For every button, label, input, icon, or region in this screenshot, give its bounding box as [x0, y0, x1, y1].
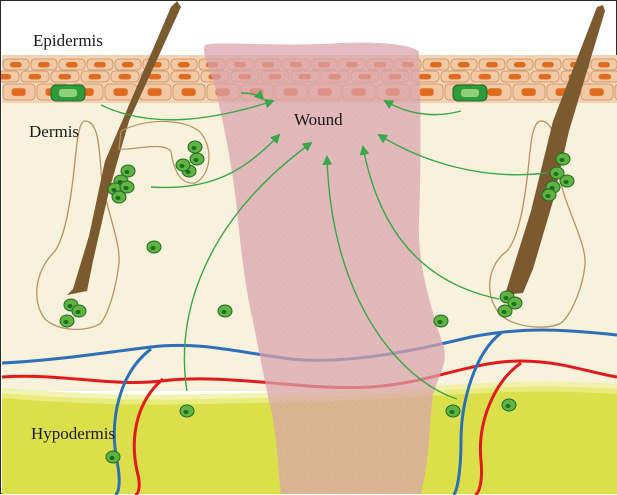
stem-cell-nucleus [124, 186, 129, 190]
stem-cell-nucleus [194, 158, 199, 162]
epidermal-cell-nucleus [522, 88, 536, 96]
hypodermis-label: Hypodermis [31, 425, 115, 442]
stem-cell-nucleus [116, 196, 121, 200]
stem-cell-nucleus [184, 410, 189, 414]
epidermal-cell-nucleus [430, 62, 442, 67]
epidermal-cell-nucleus [29, 74, 42, 79]
stem-cell-nucleus [450, 410, 455, 414]
stem-cell-nucleus [554, 172, 559, 176]
epidermal-cell-nucleus [149, 74, 162, 79]
epidermal-cell-nucleus [458, 62, 470, 67]
epidermal-cell-nucleus [420, 88, 434, 96]
epidermal-cell-nucleus [488, 88, 502, 96]
stem-cell-nucleus [76, 310, 81, 314]
epidermal-cell-nucleus [59, 74, 72, 79]
stem-cell-nucleus [502, 310, 507, 314]
epidermal-cell-nucleus [590, 88, 604, 96]
stem-cell-nucleus [192, 146, 197, 150]
epidermal-cell-nucleus [514, 62, 526, 67]
stem-cell-nucleus [125, 170, 130, 174]
wound-label: Wound [294, 111, 343, 128]
stem-cell-nucleus [506, 404, 511, 408]
epidermal-cell-nucleus [539, 74, 552, 79]
epidermal-cell-nucleus [179, 74, 192, 79]
epidermal-cell-nucleus [89, 74, 102, 79]
epidermis-label: Epidermis [33, 32, 103, 49]
epidermal-stem-cell-nucleus [59, 89, 77, 97]
stem-cell-nucleus [560, 158, 565, 162]
epidermal-cell-nucleus [182, 88, 196, 96]
epidermal-cell-nucleus [178, 62, 190, 67]
epidermal-cell-nucleus [599, 74, 612, 79]
stem-cell-nucleus [180, 164, 185, 168]
epidermal-cell-nucleus [449, 74, 462, 79]
epidermal-cell-nucleus [12, 88, 26, 96]
epidermal-cell-nucleus [66, 62, 78, 67]
stem-cell-nucleus [546, 194, 551, 198]
epidermal-cell-nucleus [122, 62, 134, 67]
epidermal-cell-nucleus [94, 62, 106, 67]
stem-cell-nucleus [504, 296, 509, 300]
epidermal-cell-nucleus [1, 74, 11, 79]
stem-cell-nucleus [564, 180, 569, 184]
epidermal-cell-nucleus [10, 62, 22, 67]
epidermal-cell-nucleus [598, 62, 610, 67]
epidermal-cell-nucleus [38, 62, 50, 67]
epidermal-cell-nucleus [114, 88, 128, 96]
epidermal-cell-nucleus [119, 74, 132, 79]
epidermal-cell-nucleus [542, 62, 554, 67]
epidermal-cell-nucleus [148, 88, 162, 96]
epidermal-stem-cell-nucleus [461, 89, 479, 97]
epidermal-cell-nucleus [419, 74, 432, 79]
stem-cell-nucleus [438, 320, 443, 324]
epidermal-cell-nucleus [486, 62, 498, 67]
stem-cell-nucleus [151, 246, 156, 250]
epidermal-cell-nucleus [479, 74, 492, 79]
stem-cell-nucleus [110, 456, 115, 460]
stem-cell-nucleus [222, 310, 227, 314]
dermis-label: Dermis [29, 123, 79, 140]
stem-cell-nucleus [512, 302, 517, 306]
stem-cell-nucleus [68, 304, 73, 308]
epidermal-cell-nucleus [509, 74, 522, 79]
stem-cell-nucleus [64, 320, 69, 324]
